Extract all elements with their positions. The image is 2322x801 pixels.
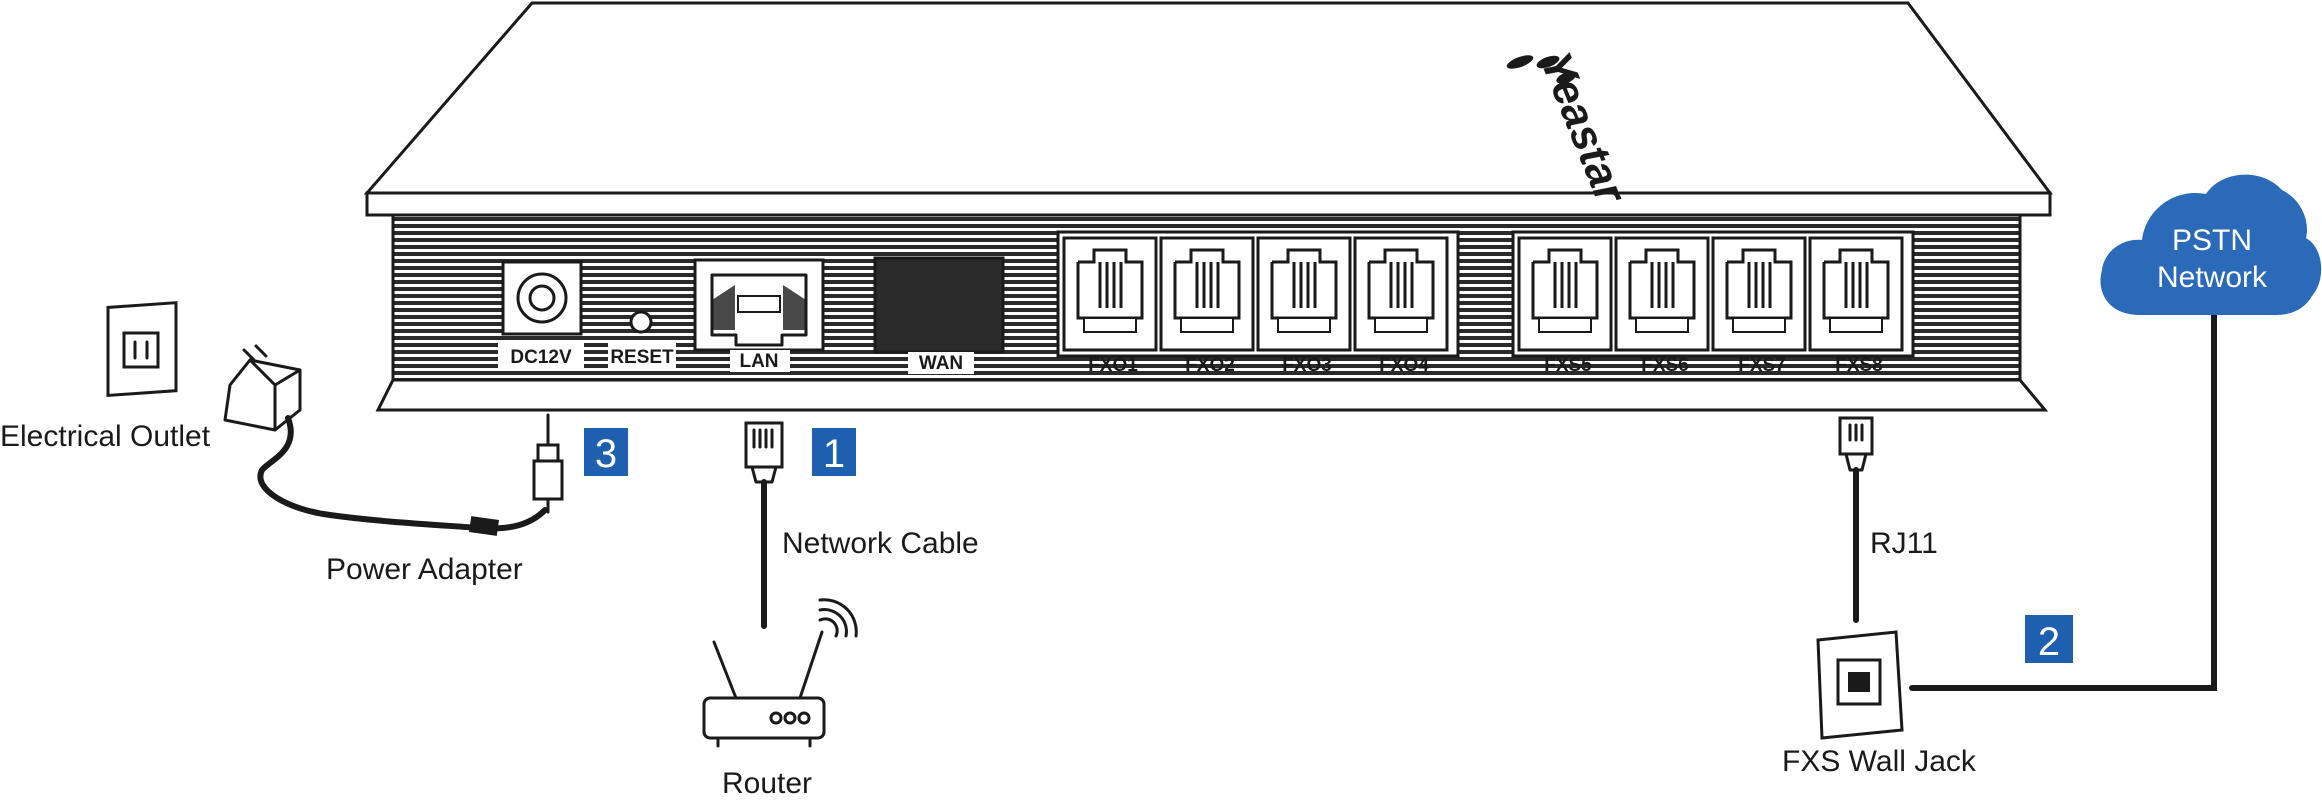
- fxo-port-2[interactable]: [1161, 238, 1253, 350]
- fxo-port-1[interactable]: [1064, 238, 1156, 350]
- step-2-badge: 2: [2025, 615, 2073, 664]
- fxs-wall-jack: FXS Wall Jack: [1782, 632, 1977, 778]
- rj45-plug-icon: [746, 423, 782, 482]
- pstn-label-line1: PSTN: [2172, 224, 2252, 257]
- fxo2-label: FXO2: [1185, 355, 1235, 376]
- pstn-label-line2: Network: [2157, 261, 2268, 294]
- router: Router: [704, 600, 856, 800]
- fxo1-label: FXO1: [1088, 355, 1138, 376]
- power-adapter-label: Power Adapter: [326, 553, 523, 586]
- step-1-number: 1: [823, 432, 845, 476]
- fxs6-label: FXS6: [1641, 355, 1689, 376]
- rj11-plug-icon: [1840, 418, 1872, 470]
- wifi-signal-icon: [820, 600, 856, 636]
- fxs5-label: FXS5: [1544, 355, 1592, 376]
- device-lid-edge: [367, 193, 2050, 215]
- fxs-port-3[interactable]: [1713, 238, 1805, 350]
- fxo4-label: FXO4: [1379, 355, 1429, 376]
- rj11-cable: RJ11: [1840, 418, 1938, 620]
- pstn-cloud: PSTN Network: [2101, 175, 2322, 315]
- fxs-wall-jack-label: FXS Wall Jack: [1782, 745, 1977, 778]
- dc12v-port[interactable]: DC12V: [498, 262, 584, 370]
- rj11-label: RJ11: [1870, 527, 1938, 560]
- wan-label: WAN: [919, 353, 963, 374]
- fxo3-label: FXO3: [1282, 355, 1332, 376]
- network-cable-label: Network Cable: [782, 527, 979, 560]
- lan-label: LAN: [739, 351, 778, 372]
- reset-label: RESET: [610, 347, 674, 368]
- fxs-port-2[interactable]: [1616, 238, 1708, 350]
- gateway-device: Yeastar DC12V RESET: [367, 3, 2050, 410]
- device-top-lid: [367, 3, 2050, 193]
- fxo-port-3[interactable]: [1258, 238, 1350, 350]
- fxs-port-group: FXS5 FXS6 FXS7 FXS8: [1513, 232, 1913, 376]
- step-1-badge: 1: [812, 428, 856, 476]
- step-3-number: 3: [595, 432, 617, 476]
- dc12v-label: DC12V: [510, 347, 572, 368]
- fxs-port-1[interactable]: [1519, 238, 1611, 350]
- network-cable: Network Cable: [746, 423, 979, 626]
- step-2-number: 2: [2038, 620, 2060, 664]
- fxo-port-group: FXO1 FXO2 FXO3 FXO4: [1058, 232, 1458, 376]
- electrical-outlet-label: Electrical Outlet: [0, 420, 211, 453]
- electrical-outlet: Electrical Outlet: [0, 303, 211, 453]
- fxs7-label: FXS7: [1738, 355, 1786, 376]
- router-label: Router: [722, 767, 812, 800]
- device-base: [378, 380, 2045, 410]
- fxs8-label: FXS8: [1835, 355, 1883, 376]
- fxs-port-4[interactable]: [1810, 238, 1902, 350]
- fxo-port-4[interactable]: [1355, 238, 1447, 350]
- step-3-badge: 3: [584, 428, 628, 476]
- power-plug-icon: [534, 415, 562, 512]
